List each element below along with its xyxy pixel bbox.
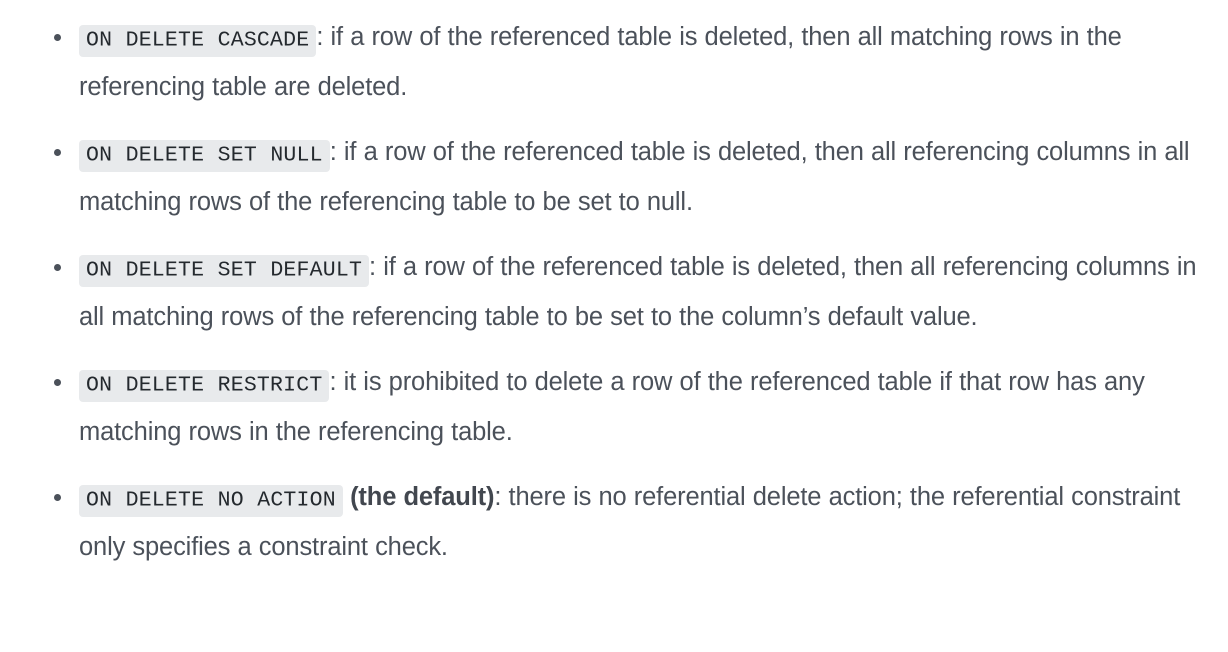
list-item: ON DELETE SET NULL: if a row of the refe… — [20, 129, 1208, 225]
list-item-description: : it is prohibited to delete a row of th… — [79, 368, 1145, 446]
bullet-icon — [54, 494, 61, 501]
list-item-description: : if a row of the referenced table is de… — [79, 253, 1197, 331]
code-token-on-delete-no-action: ON DELETE NO ACTION — [79, 484, 343, 517]
on-delete-actions-list: ON DELETE CASCADE: if a row of the refer… — [20, 14, 1208, 570]
list-item-description: : there is no referential delete action;… — [79, 483, 1181, 561]
bullet-icon — [54, 379, 61, 386]
code-token-on-delete-set-default: ON DELETE SET DEFAULT — [79, 254, 370, 287]
list-item: ON DELETE RESTRICT: it is prohibited to … — [20, 359, 1208, 455]
bullet-icon — [54, 149, 61, 156]
code-token-on-delete-restrict: ON DELETE RESTRICT — [79, 369, 330, 402]
code-token-on-delete-cascade: ON DELETE CASCADE — [79, 24, 317, 57]
bullet-icon — [54, 264, 61, 271]
list-item: ON DELETE CASCADE: if a row of the refer… — [20, 14, 1208, 110]
default-annotation: (the default) — [350, 483, 495, 511]
list-item: ON DELETE SET DEFAULT: if a row of the r… — [20, 244, 1208, 340]
document-body: ON DELETE CASCADE: if a row of the refer… — [20, 14, 1208, 570]
list-item: ON DELETE NO ACTION (the default): there… — [20, 474, 1208, 570]
bullet-icon — [54, 34, 61, 41]
list-item-description: : if a row of the referenced table is de… — [79, 23, 1122, 101]
code-token-on-delete-set-null: ON DELETE SET NULL — [79, 139, 330, 172]
list-item-description: : if a row of the referenced table is de… — [79, 138, 1190, 216]
